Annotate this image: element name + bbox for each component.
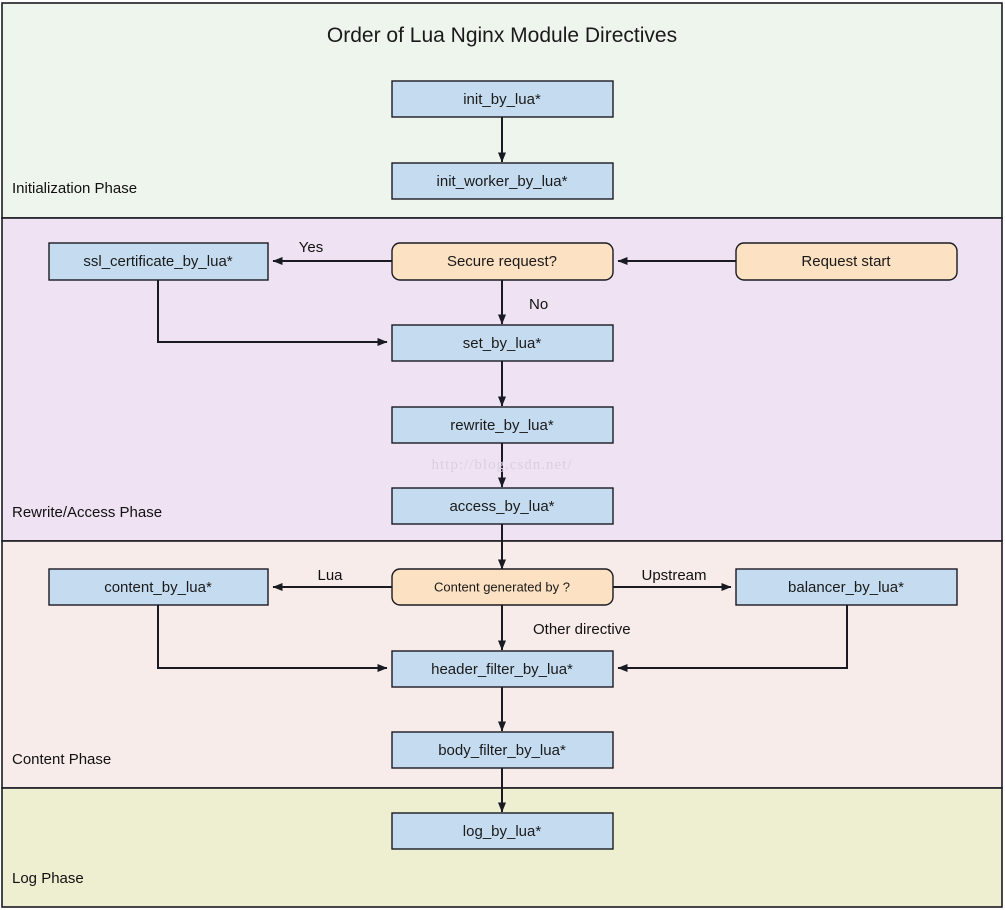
node-content-by-lua[interactable]: content_by_lua* (48, 568, 269, 606)
node-label-header-filter-by-lua: header_filter_by_lua* (431, 661, 573, 678)
edge-label-lua: Lua (317, 567, 343, 584)
node-secure-request[interactable]: Secure request? (391, 242, 614, 281)
node-request-start[interactable]: Request start (735, 242, 958, 281)
node-rewrite-by-lua[interactable]: rewrite_by_lua* (391, 406, 614, 444)
node-label-content-generated-by: Content generated by ? (434, 579, 570, 594)
node-log-by-lua[interactable]: log_by_lua* (391, 812, 614, 850)
node-label-access-by-lua: access_by_lua* (449, 498, 554, 515)
node-content-generated-by[interactable]: Content generated by ? (391, 568, 614, 606)
band-label-initialization: Initialization Phase (12, 180, 137, 197)
node-body-filter-by-lua[interactable]: body_filter_by_lua* (391, 731, 614, 769)
node-label-secure-request: Secure request? (447, 253, 557, 270)
edge-label-no: No (529, 296, 548, 313)
edge-label-other-directive: Other directive (533, 621, 631, 638)
edge-ssl-certificate-to-set-by-lua (157, 279, 388, 346)
node-label-init-worker-by-lua: init_worker_by_lua* (437, 173, 568, 190)
node-init-worker-by-lua[interactable]: init_worker_by_lua* (391, 162, 614, 200)
node-balancer-by-lua[interactable]: balancer_by_lua* (735, 568, 958, 606)
node-label-log-by-lua: log_by_lua* (463, 823, 542, 840)
node-label-ssl-certificate-by-lua: ssl_certificate_by_lua* (83, 253, 232, 270)
node-label-body-filter-by-lua: body_filter_by_lua* (438, 742, 566, 759)
node-label-set-by-lua: set_by_lua* (463, 335, 542, 352)
edge-balancer-to-header-filter (617, 605, 848, 672)
node-label-balancer-by-lua: balancer_by_lua* (788, 579, 904, 596)
band-label-log: Log Phase (12, 870, 84, 887)
band-label-rewrite-access: Rewrite/Access Phase (12, 504, 162, 521)
node-header-filter-by-lua[interactable]: header_filter_by_lua* (391, 650, 614, 688)
node-label-content-by-lua: content_by_lua* (104, 579, 212, 596)
node-set-by-lua[interactable]: set_by_lua* (391, 324, 614, 362)
edge-label-upstream: Upstream (641, 567, 706, 584)
band-label-content: Content Phase (12, 751, 111, 768)
edge-content-by-lua-to-header-filter (157, 605, 388, 672)
diagram-title: Order of Lua Nginx Module Directives (327, 24, 677, 47)
edge-label-yes: Yes (299, 239, 323, 256)
node-label-request-start: Request start (801, 253, 891, 270)
node-label-rewrite-by-lua: rewrite_by_lua* (450, 417, 554, 434)
node-ssl-certificate-by-lua[interactable]: ssl_certificate_by_lua* (48, 242, 269, 281)
node-access-by-lua[interactable]: access_by_lua* (391, 487, 614, 525)
node-init-by-lua[interactable]: init_by_lua* (391, 80, 614, 118)
node-label-init-by-lua: init_by_lua* (463, 91, 541, 108)
watermark-text: http://blog.csdn.net/ (432, 457, 573, 473)
